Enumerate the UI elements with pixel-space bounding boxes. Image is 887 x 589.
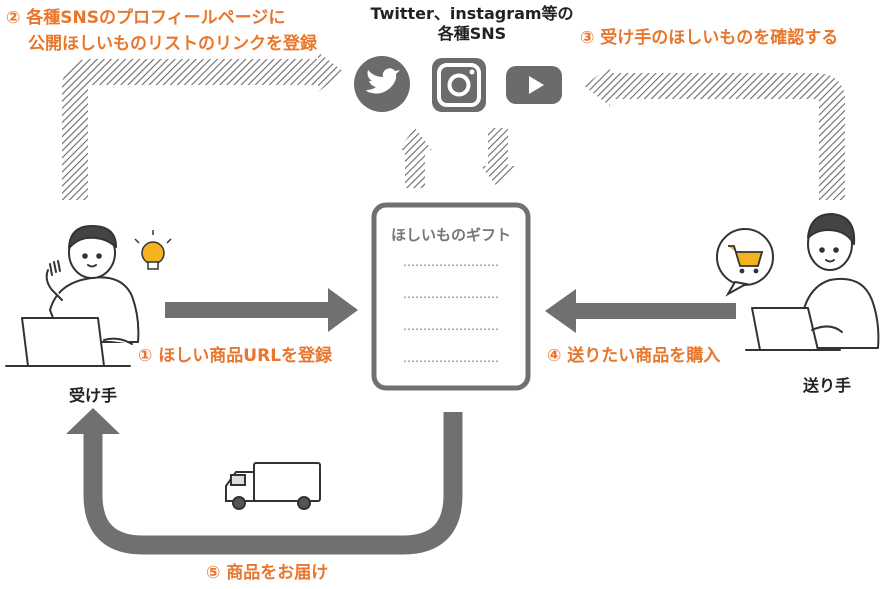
- receiver-label: 受け手: [68, 386, 117, 405]
- lightbulb-icon: [134, 230, 172, 270]
- step3-label: ③ 受け手のほしいものを確認する: [580, 28, 839, 48]
- sender-illustration: [745, 213, 880, 351]
- arrow-sender-to-list: [545, 289, 736, 333]
- step4-label: ④ 送りたい商品を購入: [547, 346, 721, 366]
- sns-label-line2: 各種SNS: [437, 24, 507, 43]
- step5-label: ⑤ 商品をお届け: [206, 563, 329, 583]
- hatched-arrow-list-to-sns: [398, 128, 432, 188]
- hatched-arrow-receiver-to-sns: [62, 52, 344, 200]
- wishlist-row: ……………………: [403, 255, 499, 269]
- hatched-arrow-sns-to-list: [481, 128, 515, 188]
- sns-label-line1: Twitter、instagram等の: [370, 4, 574, 23]
- wishlist-row: ……………………: [403, 351, 499, 365]
- step2-label-line1: ② 各種SNSのプロフィールページに: [6, 8, 286, 28]
- cart-bubble-icon: [716, 228, 774, 297]
- arrow-receiver-to-list: [165, 288, 358, 332]
- step1-label: ① ほしい商品URLを登録: [138, 346, 333, 366]
- wishlist-title: ほしいものギフト: [391, 226, 511, 244]
- instagram-icon: [432, 58, 486, 112]
- wishlist-box: ほしいものギフト …………………… …………………… …………………… ……………: [371, 202, 531, 391]
- wishlist-row: ……………………: [403, 287, 499, 301]
- sender-label: 送り手: [802, 376, 851, 395]
- hatched-arrow-sender-to-sns: [584, 66, 845, 200]
- step2-label-line2: 公開ほしいものリストのリンクを登録: [28, 34, 317, 54]
- truck-icon: [225, 462, 321, 510]
- receiver-illustration: [5, 225, 140, 367]
- arrow-delivery: [66, 408, 463, 555]
- wishlist-row: ……………………: [403, 319, 499, 333]
- youtube-icon: [506, 66, 562, 104]
- twitter-icon: [354, 56, 410, 112]
